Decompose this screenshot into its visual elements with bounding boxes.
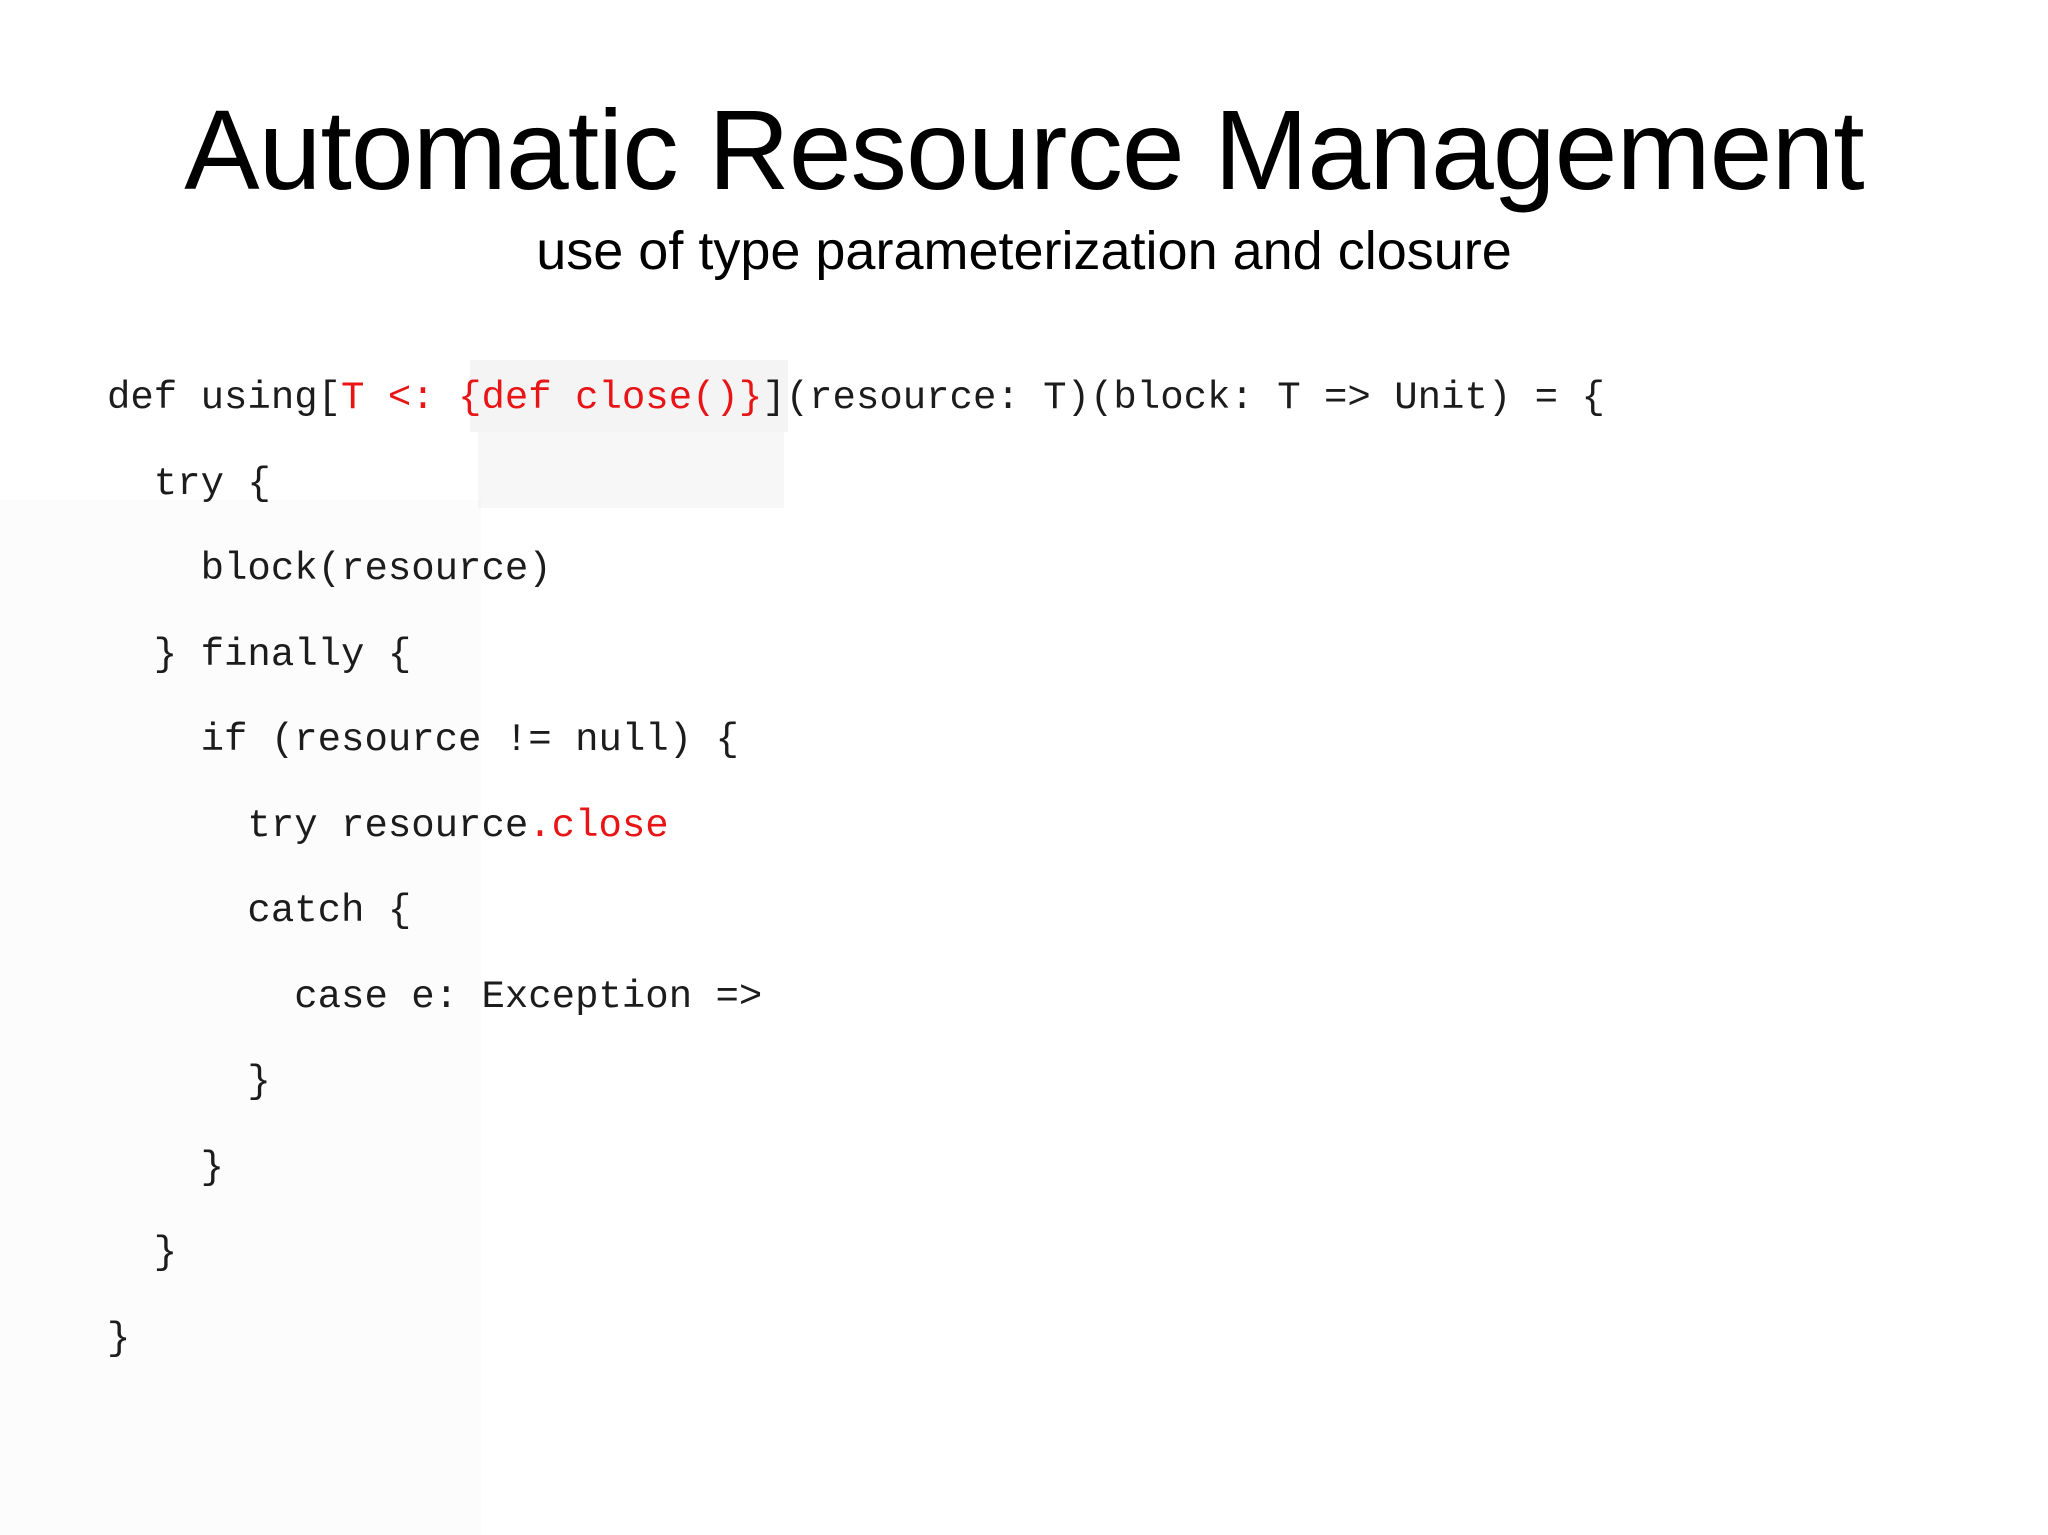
code-line: } [107, 1297, 1605, 1383]
code-segment: } finally { [107, 632, 412, 677]
code-line: try { [107, 442, 1605, 528]
code-line: } [107, 1126, 1605, 1212]
code-line: } [107, 1211, 1605, 1297]
code-segment: ](resource: T)(block: T => Unit) = { [762, 376, 1605, 420]
code-segment: } [107, 1060, 271, 1104]
code-segment: } [107, 1145, 225, 1190]
code-line: catch { [107, 869, 1605, 955]
background-artifact-highlight [470, 360, 788, 432]
code-line: try resource.close [107, 784, 1605, 870]
slide-subtitle: use of type parameterization and closure [536, 221, 1512, 281]
code-segment-highlight: T <: {def close()} [341, 376, 763, 420]
code-segment: case e: Exception => [107, 974, 763, 1019]
code-segment: if (resource != null) { [107, 718, 739, 762]
code-line: block(resource) [107, 527, 1605, 613]
code-segment: } [107, 1316, 131, 1361]
code-line: def using[T <: {def close()}](resource: … [107, 356, 1605, 442]
code-segment: catch { [107, 889, 412, 933]
slide-title: Automatic Resource Management [184, 87, 1864, 213]
code-line: } [107, 1040, 1605, 1126]
code-segment: def using[ [107, 376, 342, 420]
code-segment: block(resource) [107, 547, 552, 591]
code-segment: } [107, 1231, 178, 1275]
code-line: case e: Exception => [107, 955, 1605, 1041]
code-segment-highlight: .close [528, 803, 669, 848]
code-block: def using[T <: {def close()}](resource: … [107, 356, 1605, 1382]
code-segment: try resource [107, 803, 529, 848]
code-line: } finally { [107, 613, 1605, 699]
code-segment: try { [107, 461, 271, 506]
code-line: if (resource != null) { [107, 698, 1605, 784]
